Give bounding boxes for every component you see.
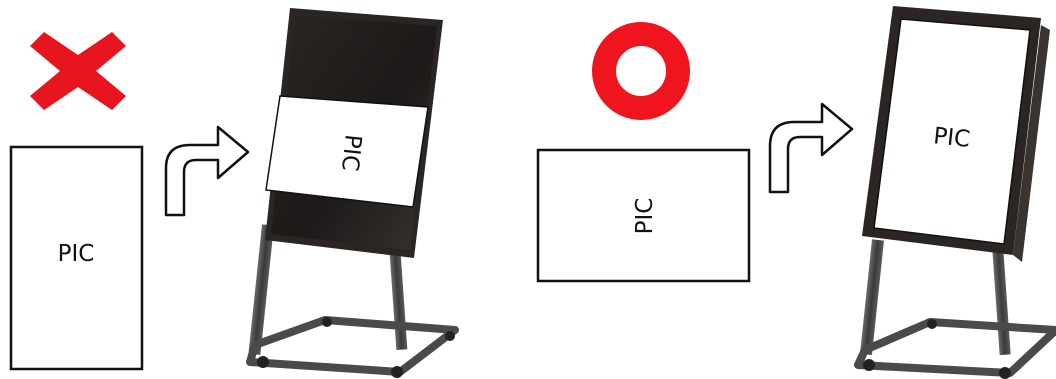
curved-arrow-icon	[166, 127, 248, 215]
picture-label: PIC	[632, 198, 658, 235]
portrait-picture: PIC	[11, 147, 142, 369]
picture-label: PIC	[58, 241, 95, 267]
display-label: PIC	[336, 133, 366, 172]
stand-base	[858, 239, 1056, 379]
wrong-example: PIC PIC	[11, 8, 455, 378]
landscape-picture: PIC	[538, 150, 749, 281]
right-example: PIC PIC	[538, 6, 1056, 379]
display-stand-right: PIC	[858, 6, 1056, 379]
display-label: PIC	[932, 123, 971, 153]
display-stand-wrong: PIC	[248, 8, 455, 378]
red-cross-icon	[30, 32, 126, 110]
curved-arrow-icon	[770, 104, 852, 192]
red-circle-icon	[604, 34, 678, 108]
